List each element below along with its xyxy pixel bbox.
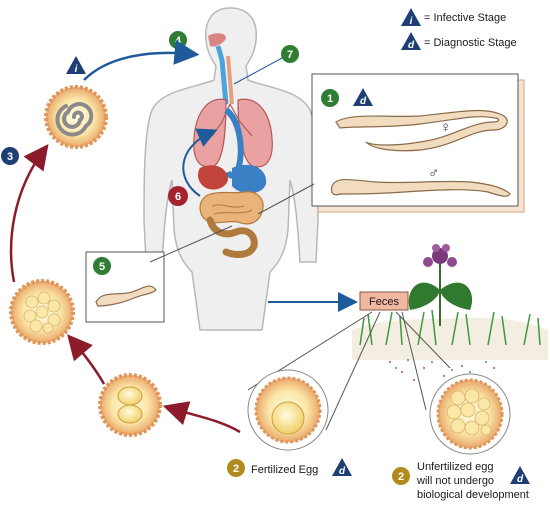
step-7-leader-line	[233, 57, 283, 85]
svg-text:4: 4	[175, 35, 182, 47]
svg-text:2: 2	[398, 471, 404, 483]
svg-text:d: d	[339, 466, 346, 477]
svg-text:7: 7	[287, 49, 293, 61]
soil-and-plant-illustration	[352, 244, 548, 382]
unfertilized-leader-top	[395, 311, 451, 369]
svg-text:6: 6	[175, 191, 181, 203]
fertilized-egg-illustration	[247, 369, 329, 451]
svg-text:will not undergo: will not undergo	[416, 475, 494, 487]
human-body-illustration	[143, 7, 319, 331]
male-symbol: ♂	[428, 165, 439, 182]
svg-text:d: d	[360, 96, 367, 107]
ingestion-arrow	[83, 39, 200, 81]
morula-egg-illustration	[9, 279, 75, 345]
male-worm-icon	[330, 178, 511, 197]
unfertilized-leader-bottom	[401, 311, 427, 411]
step-3-badge: 3	[1, 147, 19, 165]
larva-panel: 5	[85, 251, 165, 323]
infective-badge-icon: i	[66, 56, 86, 75]
migration-arrow	[182, 128, 218, 197]
panel-5-leader-line	[149, 225, 233, 263]
egg-to-two-cell-arrow	[162, 401, 241, 434]
larvated-egg-illustration	[44, 85, 108, 149]
svg-text:3: 3	[7, 151, 13, 163]
diagnostic-badge-icon: d	[353, 88, 373, 107]
infective-stage-legend-label: = Infective Stage	[424, 12, 506, 24]
step-5-badge: 5	[93, 257, 111, 275]
morula-to-larvated-arrow	[9, 143, 49, 283]
female-worm-icon	[335, 109, 508, 152]
step-7-badge: 7	[281, 45, 299, 63]
diagnostic-stage-badge-icon: d	[401, 32, 421, 51]
fertilized-leader-bottom	[325, 311, 381, 431]
svg-text:Feces: Feces	[369, 296, 399, 308]
two-cell-egg-illustration	[98, 373, 162, 437]
legend: i = Infective Stage d = Diagnostic Stage	[401, 8, 517, 51]
step-6-badge: 6	[168, 186, 188, 206]
adult-worms-panel: 1 d ♀ ♂	[311, 73, 525, 213]
svg-text:i: i	[410, 16, 413, 27]
fertilized-egg-caption: 2 Fertilized Egg d	[227, 458, 352, 477]
two-cell-to-morula-arrow	[67, 334, 106, 385]
svg-text:d: d	[517, 474, 524, 485]
infective-stage-badge-icon: i	[401, 8, 421, 27]
svg-text:d: d	[408, 40, 415, 51]
step-4-badge: 4	[169, 31, 187, 49]
svg-text:5: 5	[99, 261, 105, 273]
svg-text:i: i	[75, 64, 78, 75]
svg-text:2: 2	[233, 463, 239, 475]
larva-worm-icon	[95, 285, 157, 307]
panel-1-leader-line	[257, 183, 315, 215]
diagnostic-stage-legend-label: = Diagnostic Stage	[424, 37, 517, 49]
female-symbol: ♀	[440, 119, 451, 136]
step-1-badge: 1	[321, 89, 339, 107]
unfertilized-egg-illustration	[429, 373, 511, 455]
svg-text:biological development: biological development	[417, 489, 529, 501]
unfertilized-egg-caption: 2 Unfertilized egg will not undergo biol…	[392, 461, 530, 501]
svg-text:Fertilized Egg: Fertilized Egg	[251, 464, 318, 476]
svg-text:1: 1	[327, 93, 333, 105]
svg-text:Unfertilized egg: Unfertilized egg	[417, 461, 493, 473]
feces-box: Feces	[359, 291, 409, 311]
